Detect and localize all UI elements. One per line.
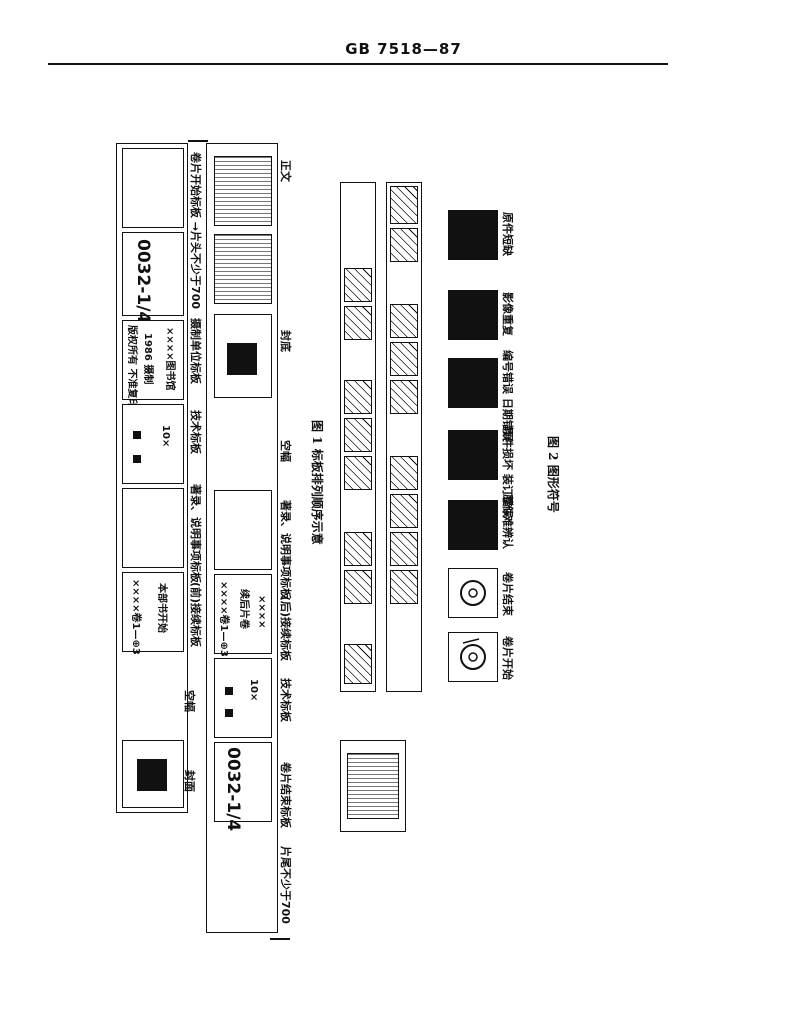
registration-mark-top — [188, 140, 208, 142]
symbol-numbering-error-icon — [448, 358, 498, 408]
panel-reel-end: 0032-1/4 — [214, 742, 272, 831]
panel-back-cover — [214, 314, 272, 398]
symbol-label-missing: 原件短缺 — [501, 212, 514, 256]
label-notes: 著录、说明事项标板 — [189, 484, 202, 583]
symbol-missing-icon — [448, 210, 498, 260]
page-header: GB 7518—87 — [345, 40, 462, 58]
symbol-illegible-icon — [448, 500, 498, 550]
panel-body-page-2 — [214, 234, 272, 304]
label-cover: 封面 — [183, 770, 196, 792]
symbol-label-repeat: 影像重复 — [501, 292, 514, 336]
symbol-repeat-icon — [448, 290, 498, 340]
label-continue-back: (后)接续标板 — [279, 596, 292, 662]
hatched-strip-right — [386, 182, 422, 692]
panel-tech-bottom: 10× — [214, 658, 272, 738]
registration-mark-bottom — [270, 938, 290, 940]
label-blank-top: 空幅 — [183, 690, 196, 712]
symbol-label-reel-start: 卷片开始 — [501, 636, 514, 680]
figure-1-caption: 图 1 标板排列顺序示意 — [310, 420, 324, 545]
label-producer: 摄制单位标板 — [189, 318, 202, 384]
panel-body-page-1 — [214, 156, 272, 226]
panel-notes-top — [122, 488, 184, 568]
panel-continue-back: ×××× 续后片卷 ××××卷1—⊕3 — [214, 574, 272, 657]
label-tech-bottom: 技术标板 — [279, 678, 292, 722]
figure-2-caption: 图 2 图形符号 — [546, 436, 560, 513]
panel-start-book: 本部书开始 ××××卷1—⊕3 — [122, 572, 184, 655]
panel-notes-bottom — [214, 490, 272, 570]
label-body: 正文 — [279, 160, 292, 182]
reader-illustration — [340, 740, 406, 832]
label-back: 封底 — [279, 330, 292, 352]
label-tail: 片尾不少于700 — [279, 846, 292, 924]
symbol-label-reel-end: 卷片结束 — [501, 572, 514, 616]
label-blank-bottom: 空幅 — [279, 440, 292, 462]
panel-library: ××××图书馆 1986 摄制 版权所有 不准复印 — [122, 320, 184, 408]
label-tech: 技术标板 — [189, 410, 202, 454]
label-continue-front: (前)接续标板 — [189, 582, 202, 648]
label-notes-bottom: 著录、说明事项标板 — [279, 500, 292, 599]
symbol-damaged-icon — [448, 430, 498, 480]
panel-blank-top — [122, 148, 184, 228]
symbol-reel-end-icon — [448, 568, 498, 618]
header-rule — [48, 63, 668, 65]
panel-reel-start: 0032-1/4 — [122, 232, 184, 323]
panel-tech-top: 10× — [122, 404, 184, 484]
symbol-reel-start-icon — [448, 632, 498, 682]
label-reel-end: 卷片结束标板 — [279, 762, 292, 828]
label-reel-start: 卷片开始标板 →片头不少于700 — [189, 152, 202, 310]
symbol-label-numbering: 编号错误 日期错误 — [501, 350, 514, 442]
panel-cover — [122, 740, 184, 808]
